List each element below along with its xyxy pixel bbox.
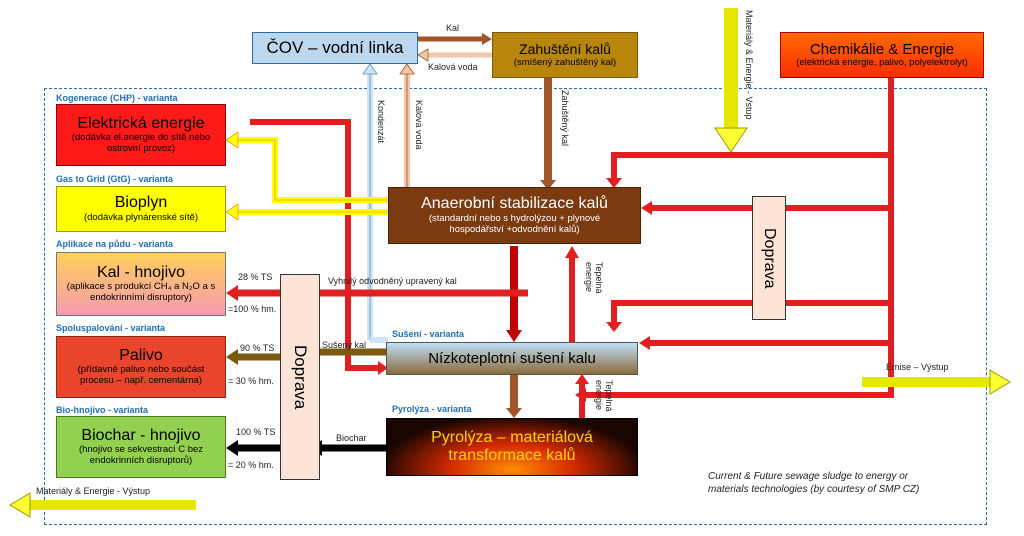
label-ts100: 100 % TS — [236, 427, 276, 437]
label-tepelna-1: Tepelná energie — [584, 262, 604, 294]
electric-energy-box: Elektrická energie (dodávka el.energie d… — [56, 104, 226, 166]
label-kalova-voda-h: Kalová voda — [428, 62, 478, 72]
label-emise: Emise – Výstup — [886, 362, 949, 372]
label-materialy-vystup: Materiály & Energie - Výstup — [36, 486, 151, 496]
label-zahusteny-kal: Zahuštěný kal — [560, 90, 570, 147]
biogas-title: Bioplyn — [114, 194, 168, 212]
section-kogenerace: Kogenerace (CHP) - varianta — [56, 93, 178, 103]
biogas-subtitle: (dodávka plynárenské sítě) — [83, 211, 199, 223]
cov-water-line-box: ČOV – vodní linka — [252, 32, 418, 64]
pyrolysis-title: Pyrolýza – materiálová transformace kalů — [431, 428, 593, 464]
label-kalova-voda-v: Kalová voda — [414, 100, 424, 150]
sludge-thickening-box: Zahuštění kalů (smíšený zahuštěný kal) — [492, 32, 638, 78]
system-boundary-frame — [44, 88, 987, 525]
sludge-fertilizer-subtitle: (aplikace s produkcí CH₄ a N₂O a s endok… — [66, 281, 216, 304]
label-suseny: Sušený kal — [322, 340, 367, 350]
label-hm30: = 30 % hm. — [228, 376, 274, 386]
section-spoluspalovani: Spoluspalování - varianta — [56, 323, 166, 333]
label-materialy-vstup: Materiály & Energie - Vstup — [744, 10, 754, 120]
fuel-title: Palivo — [119, 346, 163, 364]
anaerobic-title: Anaerobní stabilizace kalů — [421, 195, 608, 213]
section-biohnojivo: Bio-hnojivo - varianta — [56, 405, 149, 415]
biochar-subtitle: (hnojivo se sekvestrací C bez endokrinní… — [78, 444, 204, 467]
biogas-box: Bioplyn (dodávka plynárenské sítě) — [56, 186, 226, 232]
transport-right-box: Doprava — [752, 196, 786, 320]
section-gtg: Gas to Grid (GtG) - varianta — [56, 174, 174, 184]
chemicals-energy-box: Chemikálie & Energie (elektrická energie… — [780, 32, 984, 78]
label-hm100: =100 % hm. — [228, 304, 277, 314]
cov-title: ČOV – vodní linka — [266, 38, 404, 58]
credit-footer: Current & Future sewage sludge to energy… — [708, 470, 919, 496]
section-suseni: Sušení - varianta — [392, 329, 465, 339]
anaerobic-subtitle: (standardní nebo s hydrolýzou + plynové … — [428, 212, 601, 235]
label-kal: Kal — [446, 23, 460, 33]
electric-title: Elektrická energie — [77, 114, 205, 132]
fuel-subtitle: (přídavné palivo nebo součást procesu – … — [77, 364, 205, 387]
label-kondenzat: Kondenzát — [376, 100, 386, 144]
section-aplikace: Aplikace na půdu - varianta — [56, 239, 174, 249]
fuel-box: Palivo (přídavné palivo nebo součást pro… — [56, 336, 226, 398]
transport-right-title: Doprava — [761, 227, 779, 289]
sludge-fertilizer-box: Kal - hnojivo (aplikace s produkcí CH₄ a… — [56, 252, 226, 316]
transport-left-title: Doprava — [290, 344, 310, 410]
label-hm20: = 20 % hm. — [228, 460, 274, 470]
section-pyrolyza: Pyrolýza - varianta — [392, 404, 472, 414]
electric-subtitle: (dodávka el.energie do sítě nebo ostrovn… — [71, 132, 211, 155]
thickening-subtitle: (smíšený zahuštěný kal) — [513, 56, 617, 68]
credit-line-2: materials technologies (by courtesy of S… — [708, 484, 920, 495]
low-temp-drying-box: Nízkoteplotní sušení kalu — [386, 342, 638, 375]
label-vyhnily: Vyhnilý odvodněný upravený kal — [328, 276, 457, 286]
transport-left-box: Doprava — [280, 274, 320, 480]
chemicals-title: Chemikálie & Energie — [809, 40, 955, 58]
chemicals-subtitle: (elektrická energie, palivo, polyelektro… — [796, 57, 968, 69]
label-ts28: 28 % TS — [238, 272, 273, 282]
credit-line-1: Current & Future sewage sludge to energy… — [708, 471, 909, 482]
pyrolysis-box: Pyrolýza – materiálová transformace kalů — [386, 418, 638, 476]
thickening-title: Zahuštění kalů — [519, 41, 611, 58]
biochar-fertilizer-box: Biochar - hnojivo (hnojivo se sekvestrac… — [56, 416, 226, 478]
biochar-title: Biochar - hnojivo — [81, 426, 201, 444]
label-ts90: 90 % TS — [240, 343, 275, 353]
anaerobic-stabilization-box: Anaerobní stabilizace kalů (standardní n… — [388, 187, 641, 244]
label-tepelna-2: Tepelná energie — [594, 380, 614, 412]
drying-title: Nízkoteplotní sušení kalu — [428, 349, 596, 367]
label-biochar: Biochar — [336, 433, 367, 443]
sludge-fertilizer-title: Kal - hnojivo — [96, 263, 186, 281]
